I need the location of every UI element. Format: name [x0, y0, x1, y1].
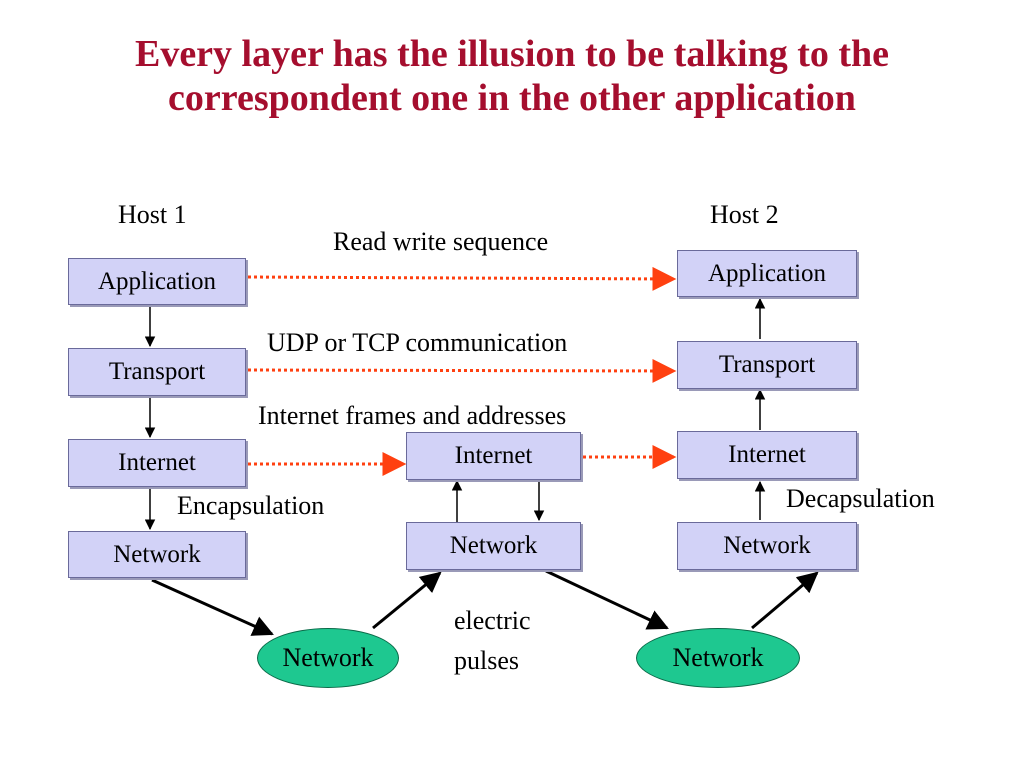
- host2-network-box: Network: [677, 522, 857, 570]
- arrow-link2-to-h2-network: [751, 571, 819, 630]
- read-write-label: Read write sequence: [333, 227, 549, 256]
- internet-frames-label: Internet frames and addresses: [258, 401, 567, 430]
- physical-network-oval-2: Network: [636, 628, 800, 688]
- arrow-h1-network-to-link1: [151, 578, 274, 636]
- host1-application-box: Application: [68, 258, 246, 305]
- slide-title: Every layer has the illusion to be talki…: [134, 33, 890, 120]
- router-internet-box: Internet: [406, 432, 581, 480]
- host1-network-box: Network: [68, 531, 246, 578]
- electric-label: electric: [454, 606, 531, 635]
- host1-transport-box: Transport: [68, 348, 246, 396]
- router-network-box: Network: [406, 522, 581, 570]
- decapsulation-label: Decapsulation: [786, 484, 935, 513]
- host2-transport-box: Transport: [677, 341, 857, 389]
- encapsulation-label: Encapsulation: [177, 491, 325, 520]
- host2-internet-box: Internet: [677, 431, 857, 479]
- arrow-link1-to-router: [372, 571, 442, 630]
- dotted-arrow-transport: [247, 358, 677, 383]
- pulses-label: pulses: [454, 646, 519, 675]
- host1-label: Host 1: [118, 200, 187, 229]
- arrow-router-to-link2: [545, 569, 669, 630]
- host2-application-box: Application: [677, 250, 857, 297]
- host1-internet-box: Internet: [68, 439, 246, 487]
- physical-network-oval-1: Network: [257, 628, 399, 688]
- udp-tcp-label: UDP or TCP communication: [267, 328, 568, 357]
- dotted-arrow-application: [247, 266, 677, 291]
- host2-label: Host 2: [710, 200, 779, 229]
